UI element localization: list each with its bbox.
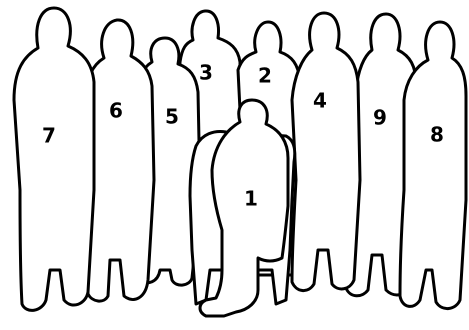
figure-7: 7 [14, 8, 94, 310]
figure-4-label: 4 [313, 89, 327, 113]
figure-7-label: 7 [42, 124, 56, 148]
figure-4: 4 [292, 13, 360, 291]
figure-5-label: 5 [165, 105, 179, 129]
figure-9-label: 9 [373, 106, 387, 130]
figure-8-label: 8 [430, 123, 444, 147]
figure-3-label: 3 [199, 61, 213, 85]
figure-2-label: 2 [258, 64, 272, 88]
figure-6-label: 6 [109, 99, 123, 123]
figure-4-outline [292, 13, 360, 291]
figure-7-outline [14, 8, 94, 310]
figure-1-label: 1 [244, 187, 258, 211]
